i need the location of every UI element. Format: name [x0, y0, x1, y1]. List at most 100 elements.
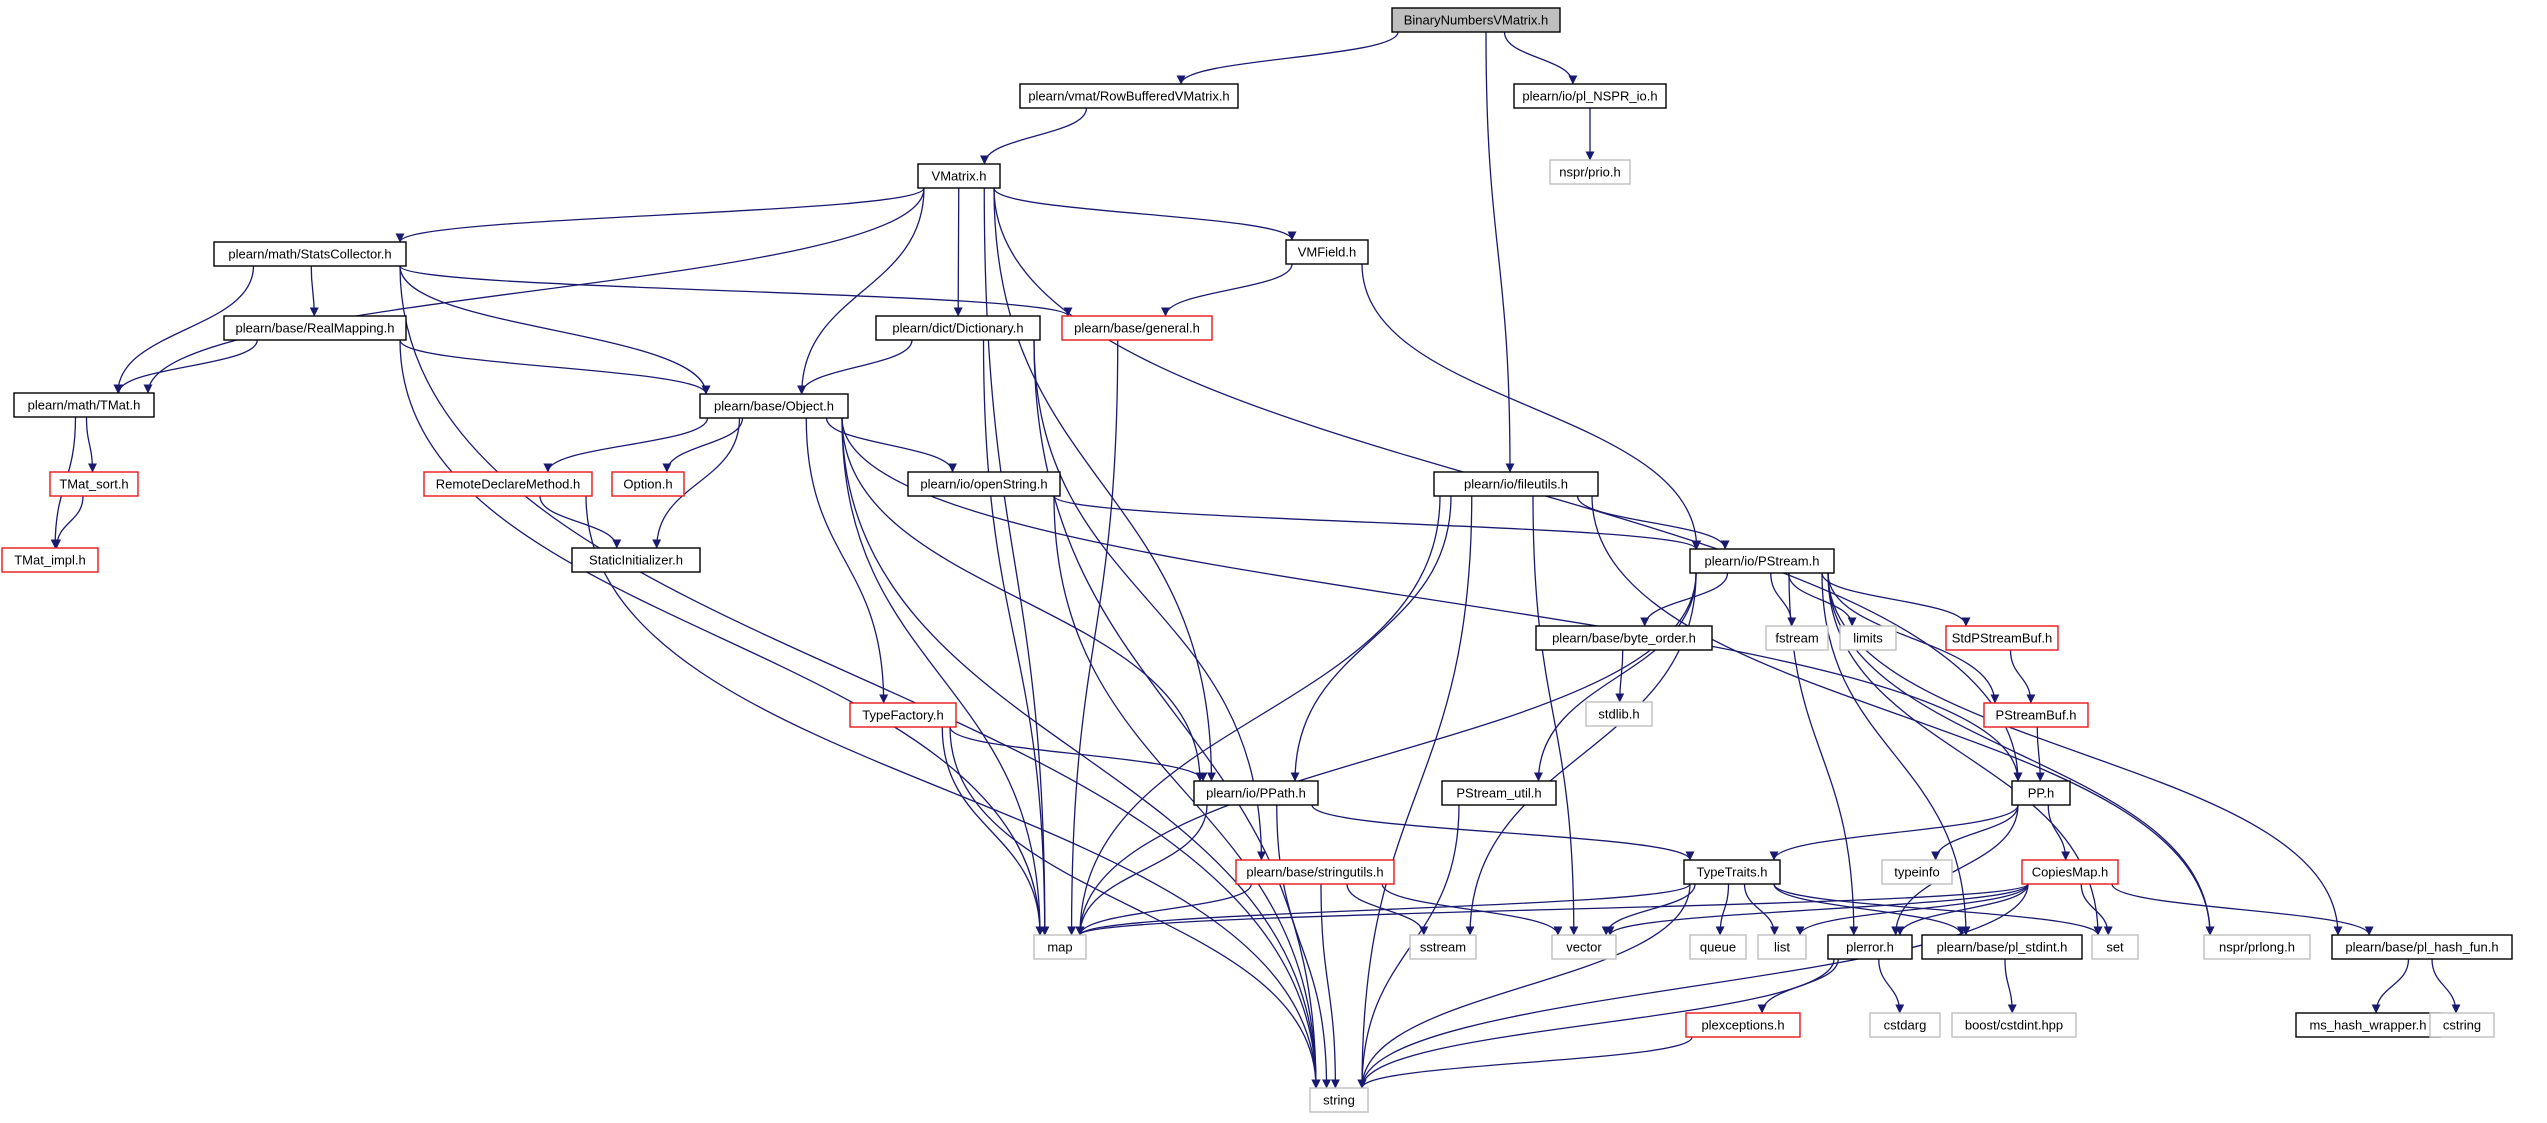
- node-stdpstreambuf[interactable]: StdPStreamBuf.h: [1945, 625, 2059, 651]
- node-nsprprlong[interactable]: nspr/prlong.h: [2203, 934, 2311, 960]
- node-statscollector[interactable]: plearn/math/StatsCollector.h: [213, 241, 407, 267]
- node-box[interactable]: [1827, 934, 1913, 960]
- node-general[interactable]: plearn/base/general.h: [1061, 315, 1213, 341]
- node-box[interactable]: [1535, 625, 1713, 651]
- node-box[interactable]: [1881, 859, 1953, 885]
- node-box[interactable]: [1033, 934, 1087, 960]
- node-box[interactable]: [2011, 780, 2071, 806]
- node-copiesmap[interactable]: CopiesMap.h: [2021, 859, 2119, 885]
- node-stdlib[interactable]: stdlib.h: [1585, 701, 1653, 727]
- node-box[interactable]: [1757, 934, 1807, 960]
- node-option[interactable]: Option.h: [611, 471, 685, 497]
- node-tmatimpl[interactable]: TMat_impl.h: [1, 547, 99, 573]
- node-box[interactable]: [611, 471, 685, 497]
- node-plexceptions[interactable]: plexceptions.h: [1685, 1012, 1801, 1038]
- node-plerror[interactable]: plerror.h: [1827, 934, 1913, 960]
- node-dictionary[interactable]: plearn/dict/Dictionary.h: [875, 315, 1041, 341]
- node-sstream[interactable]: sstream: [1409, 934, 1477, 960]
- node-byteorder[interactable]: plearn/base/byte_order.h: [1535, 625, 1713, 651]
- node-cstdarg[interactable]: cstdarg: [1869, 1012, 1941, 1038]
- node-nsprprio[interactable]: nspr/prio.h: [1549, 159, 1631, 185]
- node-box[interactable]: [571, 547, 701, 573]
- node-typefactory[interactable]: TypeFactory.h: [849, 702, 957, 728]
- node-rowbuffered[interactable]: plearn/vmat/RowBufferedVMatrix.h: [1019, 83, 1239, 109]
- node-typetraits[interactable]: TypeTraits.h: [1683, 859, 1781, 885]
- node-box[interactable]: [1945, 625, 2059, 651]
- node-pstream[interactable]: plearn/io/PStream.h: [1689, 548, 1835, 574]
- node-tmatsort[interactable]: TMat_sort.h: [49, 471, 139, 497]
- node-box[interactable]: [2203, 934, 2311, 960]
- node-queue[interactable]: queue: [1689, 934, 1747, 960]
- node-box[interactable]: [1689, 934, 1747, 960]
- node-box[interactable]: [1309, 1087, 1369, 1113]
- node-box[interactable]: [1983, 702, 2089, 728]
- node-realmapping[interactable]: plearn/base/RealMapping.h: [223, 315, 407, 341]
- node-box[interactable]: [1513, 83, 1667, 109]
- node-remotedeclare[interactable]: RemoteDeclareMethod.h: [423, 471, 593, 497]
- node-box[interactable]: [13, 392, 155, 418]
- node-box[interactable]: [1019, 83, 1239, 109]
- node-box[interactable]: [1685, 1012, 1801, 1038]
- node-box[interactable]: [699, 393, 849, 419]
- node-box[interactable]: [49, 471, 139, 497]
- node-vmfield[interactable]: VMField.h: [1285, 239, 1369, 265]
- node-plnspr[interactable]: plearn/io/pl_NSPR_io.h: [1513, 83, 1667, 109]
- node-binarynumbersvmatrix[interactable]: BinaryNumbersVMatrix.h: [1391, 7, 1561, 33]
- node-object[interactable]: plearn/base/Object.h: [699, 393, 849, 419]
- node-box[interactable]: [875, 315, 1041, 341]
- node-box[interactable]: [213, 241, 407, 267]
- node-box[interactable]: [1, 547, 99, 573]
- node-box[interactable]: [1951, 1012, 2077, 1038]
- node-box[interactable]: [2331, 934, 2513, 960]
- node-box[interactable]: [1193, 780, 1319, 806]
- node-fileutils[interactable]: plearn/io/fileutils.h: [1433, 471, 1599, 497]
- node-box[interactable]: [907, 471, 1061, 497]
- node-box[interactable]: [1839, 625, 1897, 651]
- node-box[interactable]: [1391, 7, 1561, 33]
- node-box[interactable]: [917, 163, 1001, 189]
- node-box[interactable]: [1285, 239, 1369, 265]
- node-box[interactable]: [1921, 934, 2083, 960]
- node-boostcstdint[interactable]: boost/cstdint.hpp: [1951, 1012, 2077, 1038]
- node-map[interactable]: map: [1033, 934, 1087, 960]
- node-mshash[interactable]: ms_hash_wrapper.h: [2295, 1012, 2441, 1038]
- node-pp[interactable]: PP.h: [2011, 780, 2071, 806]
- node-box[interactable]: [1765, 625, 1829, 651]
- node-vmatrix[interactable]: VMatrix.h: [917, 163, 1001, 189]
- node-box[interactable]: [2021, 859, 2119, 885]
- node-vector[interactable]: vector: [1551, 934, 1617, 960]
- node-typeinfo[interactable]: typeinfo: [1881, 859, 1953, 885]
- node-box[interactable]: [1441, 780, 1557, 806]
- node-box[interactable]: [1409, 934, 1477, 960]
- node-tmat[interactable]: plearn/math/TMat.h: [13, 392, 155, 418]
- node-box[interactable]: [2429, 1012, 2495, 1038]
- node-box[interactable]: [1551, 934, 1617, 960]
- node-box[interactable]: [1585, 701, 1653, 727]
- node-fstream[interactable]: fstream: [1765, 625, 1829, 651]
- node-box[interactable]: [1235, 859, 1395, 885]
- node-plstdint[interactable]: plearn/base/pl_stdint.h: [1921, 934, 2083, 960]
- node-set[interactable]: set: [2091, 934, 2139, 960]
- node-box[interactable]: [1689, 548, 1835, 574]
- node-box[interactable]: [1061, 315, 1213, 341]
- node-pstreambuf[interactable]: PStreamBuf.h: [1983, 702, 2089, 728]
- node-box[interactable]: [223, 315, 407, 341]
- node-box[interactable]: [849, 702, 957, 728]
- node-box[interactable]: [1869, 1012, 1941, 1038]
- node-list[interactable]: list: [1757, 934, 1807, 960]
- node-staticinit[interactable]: StaticInitializer.h: [571, 547, 701, 573]
- node-pstreamutil[interactable]: PStream_util.h: [1441, 780, 1557, 806]
- node-box[interactable]: [1549, 159, 1631, 185]
- node-string[interactable]: string: [1309, 1087, 1369, 1113]
- node-box[interactable]: [1683, 859, 1781, 885]
- node-box[interactable]: [2091, 934, 2139, 960]
- node-openstring[interactable]: plearn/io/openString.h: [907, 471, 1061, 497]
- node-ppath[interactable]: plearn/io/PPath.h: [1193, 780, 1319, 806]
- node-box[interactable]: [2295, 1012, 2441, 1038]
- node-plhashfun[interactable]: plearn/base/pl_hash_fun.h: [2331, 934, 2513, 960]
- node-stringutils[interactable]: plearn/base/stringutils.h: [1235, 859, 1395, 885]
- node-box[interactable]: [423, 471, 593, 497]
- node-cstring[interactable]: cstring: [2429, 1012, 2495, 1038]
- node-box[interactable]: [1433, 471, 1599, 497]
- node-limits[interactable]: limits: [1839, 625, 1897, 651]
